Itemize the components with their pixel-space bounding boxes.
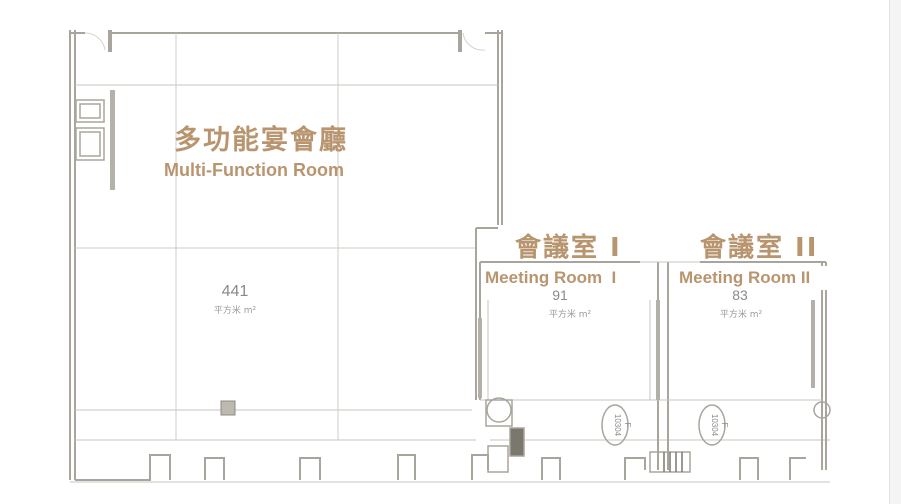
meeting-room-2-name-en: Meeting Room II — [679, 268, 811, 287]
door-swings — [84, 32, 486, 51]
column-tags — [601, 404, 726, 446]
meeting-room-2-area-unit: 平方米 m² — [719, 310, 763, 320]
storage-partition — [75, 90, 115, 190]
multi-function-room-area: 441 — [221, 283, 249, 300]
multi-function-room-walls — [69, 30, 503, 480]
column-tag-1: F 10304 — [613, 413, 632, 437]
meeting-room-1-area: 91 — [552, 287, 568, 303]
column-tag-2: F 10304 — [710, 413, 729, 437]
service-area — [485, 397, 831, 473]
meeting-inner-lines — [487, 261, 700, 400]
meeting-room-2-area: 83 — [732, 287, 748, 303]
meeting-room-1-label-backdrop — [512, 228, 632, 260]
meeting-rooms-walls — [475, 227, 827, 470]
multi-function-room-name-en: Multi-Function Room — [164, 160, 344, 180]
multi-function-room-area-unit: 平方米 m² — [213, 306, 257, 316]
multi-function-room-name-zh: 多功能宴會廳 — [174, 125, 348, 156]
wall-panels — [478, 300, 815, 400]
meeting-room-2-name-zh: 會議室 II — [700, 233, 819, 263]
meeting-room-1-area-unit: 平方米 m² — [548, 310, 592, 320]
multi-function-grid — [75, 33, 476, 440]
meeting-room-1-name-en: Meeting Room I — [485, 268, 617, 287]
meeting-room-1-name-zh: 會議室 I — [515, 233, 622, 263]
right-edge-panel — [889, 0, 901, 504]
building-facade-bottom — [70, 439, 830, 483]
meeting-room-2-label-backdrop — [698, 228, 826, 260]
column-marker — [220, 400, 236, 416]
meeting-room-1-en-backdrop — [484, 266, 634, 290]
meeting-room-2-en-backdrop — [678, 266, 840, 290]
